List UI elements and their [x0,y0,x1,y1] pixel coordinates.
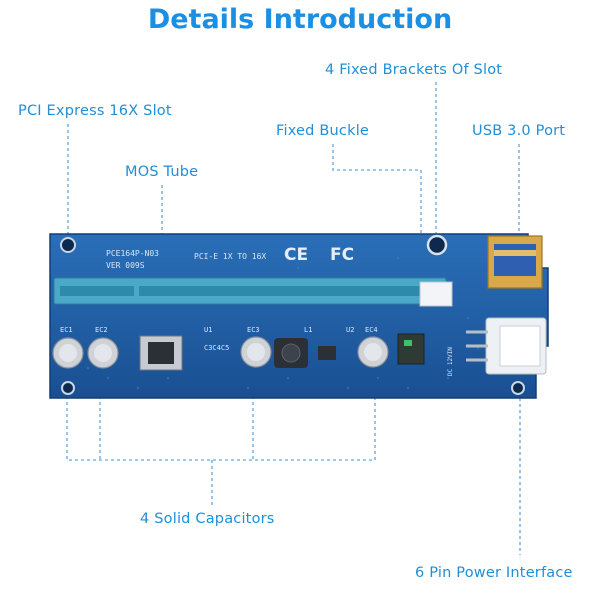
pci-slot-label: PCI Express 16X Slot [18,103,172,119]
usb-port [487,235,543,289]
silk-cap-label: EC4 [365,326,378,334]
silk-u1: U1 [204,326,212,334]
power-connector [466,317,547,375]
usb-label: USB 3.0 Port [472,123,566,139]
buckle-line [332,144,422,238]
ce-mark: CE [284,245,308,265]
mos-tube-label: MOS Tube [125,164,199,180]
mount-hole [511,381,525,395]
capacitors-label: 4 Solid Capacitors [140,511,275,527]
capacitor-ec3 [240,336,272,368]
riser-board: PCE164P-N03 VER 009S PCI-E 1X TO 16X CE … [49,233,549,399]
brackets-label: 4 Fixed Brackets Of Slot [325,62,503,78]
smd-block [397,333,425,365]
silk-cap-label: EC1 [60,326,73,334]
mos-tube [139,335,183,371]
chip-u2 [318,346,336,360]
buckle-label: Fixed Buckle [276,123,370,139]
mount-hole [426,234,448,256]
version-text: VER 009S [106,261,145,270]
silk-voltage: DC 12VIN [447,347,454,376]
capacitor-ec1 [52,337,84,369]
mount-hole [61,381,75,395]
silk-c3c4c5: C3C4C5 [204,344,229,352]
fixed-buckle [419,281,453,307]
inductor-l1 [274,338,308,368]
model-text: PCE164P-N03 [106,249,159,258]
page-title: Details Introduction [147,4,453,35]
silk-cap-label: EC3 [247,326,260,334]
mounting-holes [60,234,525,395]
capacitors [52,336,389,369]
silk-l1: L1 [304,326,312,334]
capacitor-ec4 [357,336,389,368]
fc-mark: FC [330,245,354,265]
cap-line-1 [66,396,376,461]
spec-text: PCI-E 1X TO 16X [194,252,266,261]
silk-u2: U2 [346,326,354,334]
pcie-x16-slot [53,277,447,305]
capacitor-ec2 [87,337,119,369]
mount-hole [60,237,76,253]
power-interface-label: 6 Pin Power Interface [415,565,573,581]
silk-cap-label: EC2 [95,326,108,334]
